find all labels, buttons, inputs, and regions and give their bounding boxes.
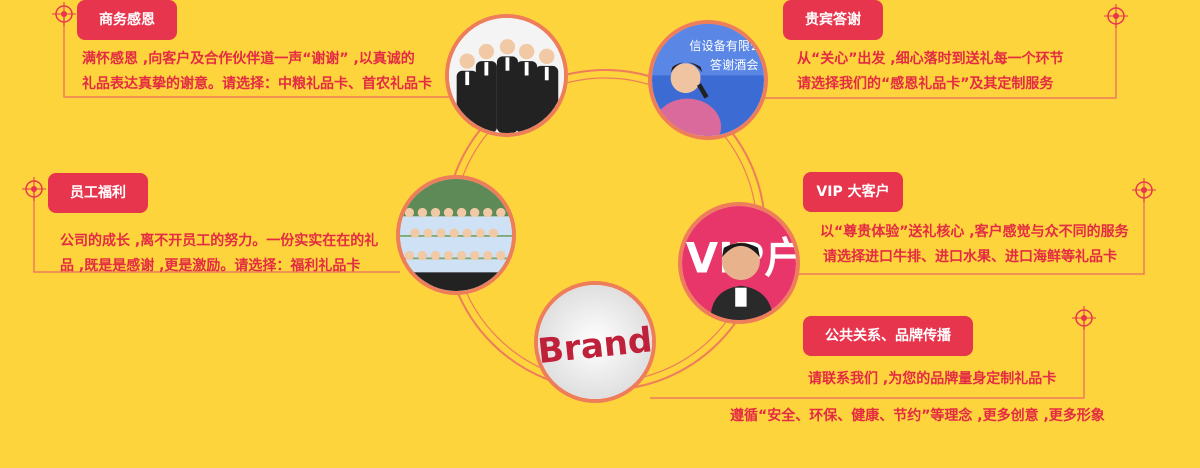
staff-welfare-tag[interactable]: 员工福利	[48, 173, 148, 213]
target-marker-staff	[22, 177, 46, 201]
banner-text-2: 答谢酒会	[710, 57, 759, 72]
staff-group-photo	[396, 175, 516, 295]
target-marker-guest	[1104, 4, 1128, 28]
staff-welfare-line1: 公司的成长 ,离不开员工的努力。一份实实在在的礼	[60, 233, 379, 249]
public-relations-line1: 请联系我们 ,为您的品牌量身定制礼品卡	[808, 371, 1057, 387]
vip-client-tag[interactable]: VIP 大客户	[803, 172, 903, 212]
business-gratitude-line1: 满怀感恩 ,向客户及合作伙伴道一声“谢谢” ,以真诚的	[82, 51, 415, 67]
target-marker-vip	[1132, 178, 1156, 202]
business-gratitude-line2: 礼品表达真挚的谢意。请选择：中粮礼品卡、首农礼品卡	[82, 76, 432, 92]
guest-banquet-photo: 信设备有限公 答谢酒会	[648, 20, 768, 140]
target-marker-business	[52, 2, 76, 26]
vip-client-line1: 以“尊贵体验”送礼核心 ,客户感觉与众不同的服务	[820, 224, 1129, 240]
public-relations-line2: 遵循“安全、环保、健康、节约”等理念 ,更多创意 ,更多形象	[730, 408, 1105, 424]
brand-photo: Brand	[534, 281, 656, 403]
vip-speaker-photo: VIP户	[678, 202, 800, 324]
vip-client-line2: 请选择进口牛排、进口水果、进口海鲜等礼品卡	[823, 249, 1117, 265]
public-relations-tag[interactable]: 公共关系、品牌传播	[803, 316, 973, 356]
guest-thanks-tag[interactable]: 贵宾答谢	[783, 0, 883, 40]
guest-thanks-line2: 请选择我们的“感恩礼品卡”及其定制服务	[797, 76, 1054, 92]
target-marker-pr	[1072, 306, 1096, 330]
business-team-photo	[445, 14, 568, 137]
business-gratitude-tag[interactable]: 商务感恩	[77, 0, 177, 40]
guest-thanks-line1: 从“关心”出发 ,细心落时到送礼每一个环节	[797, 51, 1064, 67]
banner-text: 信设备有限公	[689, 39, 762, 53]
staff-welfare-line2: 品 ,既是是感谢 ,更是激励。请选择：福利礼品卡	[60, 258, 361, 274]
